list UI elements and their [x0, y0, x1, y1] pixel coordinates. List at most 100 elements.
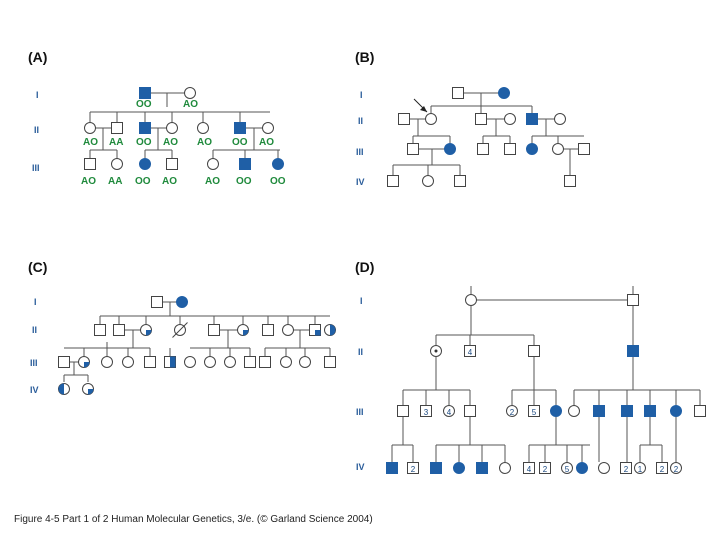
male-symbol [84, 158, 96, 170]
male-symbol [262, 324, 274, 336]
male-affected-symbol [476, 462, 488, 474]
female-symbol [184, 356, 196, 368]
male-symbol [504, 143, 516, 155]
female-carrier-symbol [58, 383, 70, 395]
panel-a-genotypes: OO AO AO AA OO AO AO OO AO AO AA OO AO A… [81, 99, 286, 187]
female-symbol [197, 122, 209, 134]
male-affected-symbol [430, 462, 442, 474]
male-symbol [144, 356, 156, 368]
male-symbol [564, 175, 576, 187]
female-affected-symbol [526, 143, 538, 155]
female-affected-symbol [272, 158, 284, 170]
female-symbol [506, 405, 518, 417]
male-symbol [113, 324, 125, 336]
male-symbol [420, 405, 432, 417]
genotype-label: AO [81, 176, 96, 187]
male-affected-symbol [627, 345, 639, 357]
male-symbol [166, 158, 178, 170]
genotype-label: AA [108, 176, 122, 187]
b-gen-3: III [356, 147, 364, 157]
sibship-count: 5 [532, 408, 537, 417]
male-symbol [398, 113, 410, 125]
male-symbol [387, 175, 399, 187]
male-symbol [407, 462, 419, 474]
male-symbol [694, 405, 706, 417]
sibship-count: 2 [624, 465, 629, 474]
genotype-label: OO [136, 99, 152, 110]
male-symbol [454, 175, 466, 187]
male-affected-symbol [139, 87, 151, 99]
male-affected-symbol [234, 122, 246, 134]
male-symbol [475, 113, 487, 125]
female-carrier-symbol [430, 345, 442, 357]
female-symbol [499, 462, 511, 474]
male-symbol [244, 356, 256, 368]
genotype-label: AO [197, 137, 212, 148]
male-symbol [58, 356, 70, 368]
genotype-label: OO [270, 176, 286, 187]
male-symbol [111, 122, 123, 134]
female-symbol [552, 143, 564, 155]
panel-a-label: (A) [28, 49, 47, 65]
male-carrier-symbol [164, 356, 176, 368]
a-gen-2: II [34, 125, 39, 135]
female-symbol [282, 324, 294, 336]
figure-caption: Figure 4-5 Part 1 of 2 Human Molecular G… [14, 514, 373, 525]
male-symbol [528, 405, 540, 417]
panel-c-label: (C) [28, 259, 47, 275]
male-symbol [464, 345, 476, 357]
female-symbol [465, 294, 477, 306]
panel-d-label: (D) [355, 259, 374, 275]
female-symbol [443, 405, 455, 417]
male-symbol [259, 356, 271, 368]
female-carrier-symbol [82, 383, 94, 395]
sibship-count: 1 [638, 465, 643, 474]
male-affected-symbol [593, 405, 605, 417]
genotype-label: AO [83, 137, 98, 148]
a-gen-3: III [32, 163, 40, 173]
sibship-count: 2 [674, 465, 679, 474]
male-symbol [397, 405, 409, 417]
female-symbol [504, 113, 516, 125]
male-carrier-symbol [309, 324, 321, 336]
male-symbol [324, 356, 336, 368]
b-gen-1: I [360, 90, 363, 100]
female-symbol [561, 462, 573, 474]
d-gen-1: I [360, 296, 363, 306]
c-gen-3: III [30, 358, 38, 368]
female-symbol [111, 158, 123, 170]
female-affected-symbol [444, 143, 456, 155]
female-symbol [554, 113, 566, 125]
male-symbol [523, 462, 535, 474]
female-affected-symbol [176, 296, 188, 308]
female-symbol [122, 356, 134, 368]
male-symbol [464, 405, 476, 417]
arrow-head [420, 106, 427, 112]
pedigree-symbols [58, 87, 706, 474]
female-affected-symbol [576, 462, 588, 474]
d-gen-2: II [358, 347, 363, 357]
female-symbol [280, 356, 292, 368]
female-affected-symbol [139, 158, 151, 170]
male-affected-symbol [621, 405, 633, 417]
sibship-count: 2 [543, 465, 548, 474]
female-carrier-symbol [140, 324, 152, 336]
female-symbol [166, 122, 178, 134]
male-symbol [620, 462, 632, 474]
female-affected-symbol [453, 462, 465, 474]
genotype-label: AA [109, 137, 123, 148]
c-gen-1: I [34, 297, 37, 307]
panel-d-numbers: 4 3 4 2 5 2 4 2 5 2 1 2 2 [411, 348, 679, 474]
panel-b-label: (B) [355, 49, 374, 65]
female-symbol [101, 356, 113, 368]
sibship-count: 4 [468, 348, 473, 357]
female-symbol [598, 462, 610, 474]
genotype-label: AO [259, 137, 274, 148]
female-symbol [207, 158, 219, 170]
female-symbol [84, 122, 96, 134]
genotype-label: AO [205, 176, 220, 187]
sibship-count: 2 [411, 465, 416, 474]
female-carrier-symbol [237, 324, 249, 336]
b-gen-2: II [358, 116, 363, 126]
